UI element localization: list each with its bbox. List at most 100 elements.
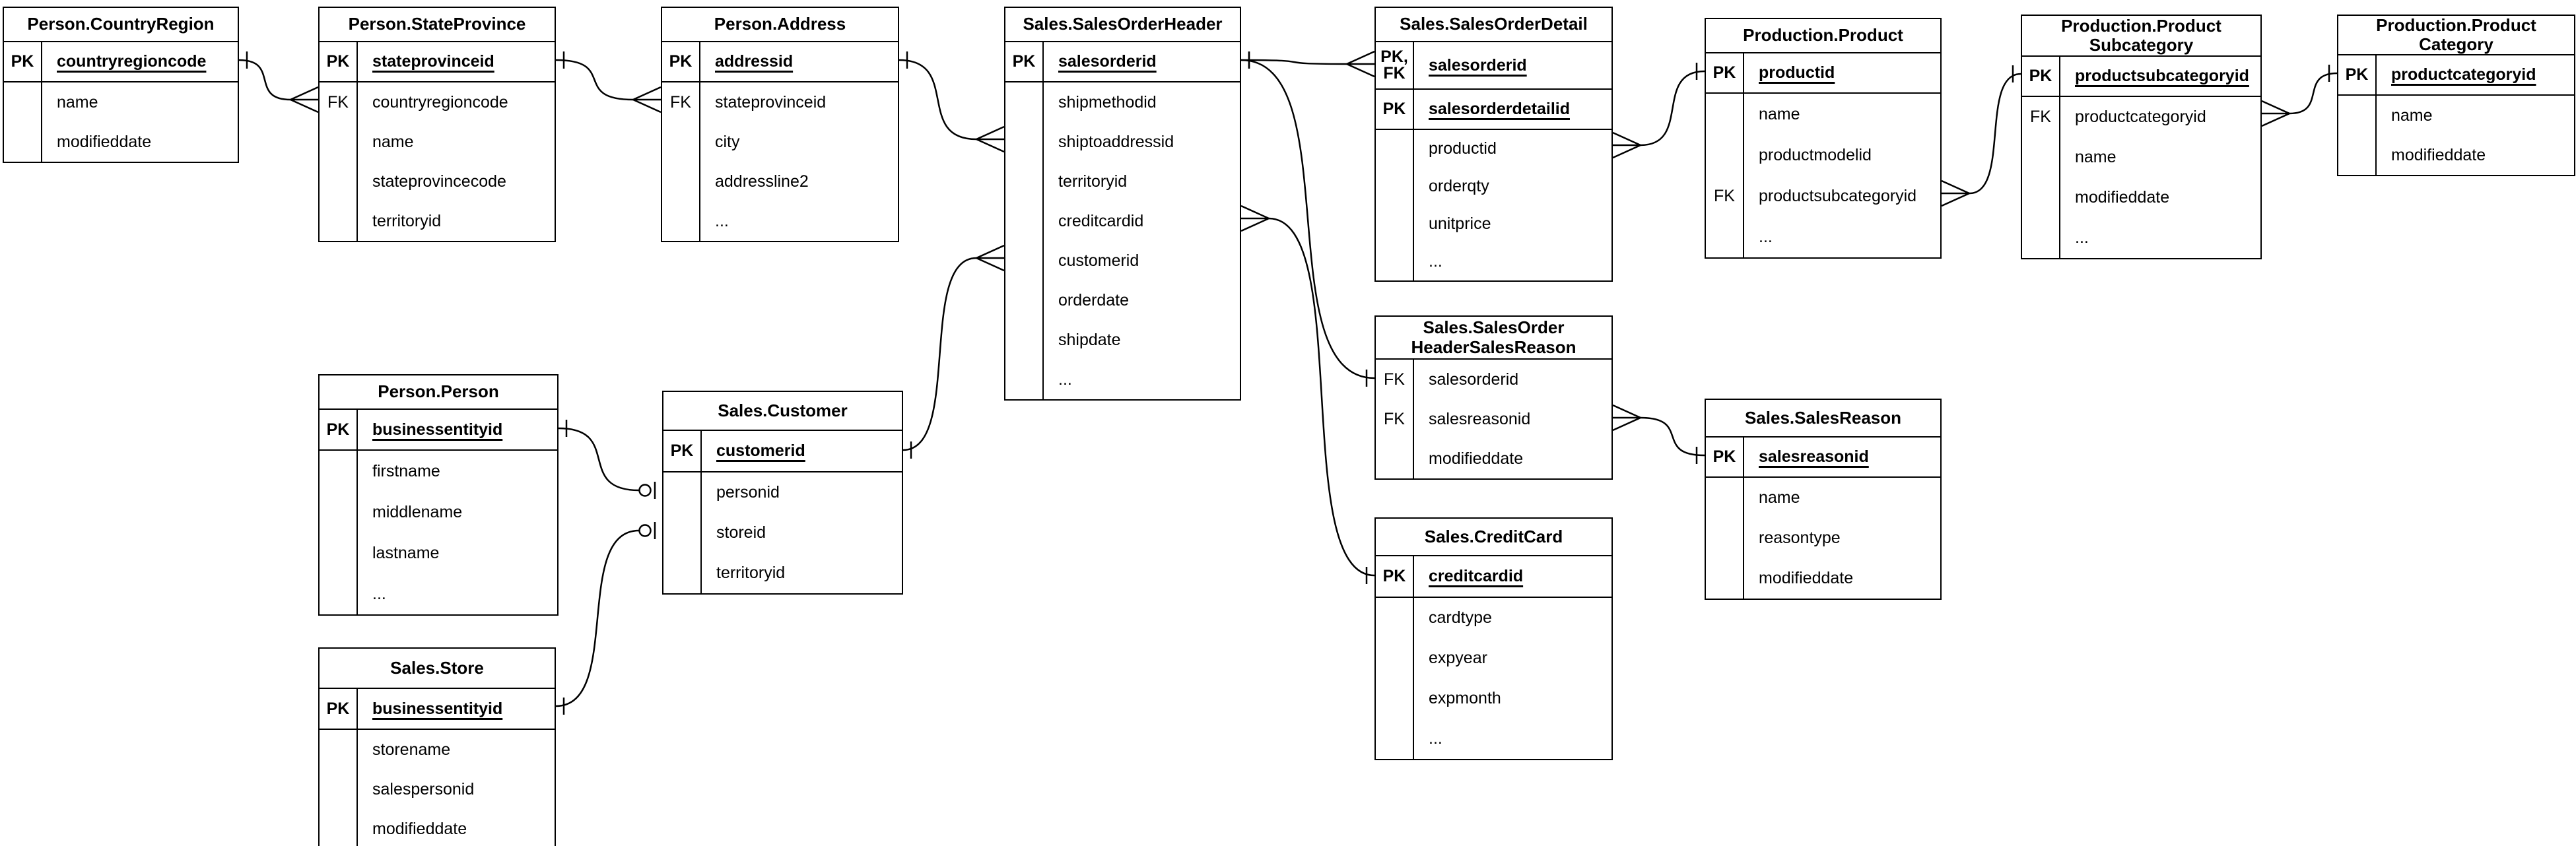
column-name: territoryid [1058, 172, 1128, 191]
table-title-sales-store: Sales.Store [320, 649, 555, 689]
table-title-line: Category [2419, 34, 2493, 54]
table-title-production-product: Production.Product [1706, 19, 1940, 53]
key-label-empty [663, 513, 700, 553]
relationship-line [1640, 416, 1705, 457]
relationship-stateprovince-address [555, 51, 661, 114]
key-label-empty [1005, 162, 1042, 201]
key-label: PK [2029, 67, 2052, 85]
column-name: name [2075, 148, 2117, 166]
column-name: stateprovinceid [372, 52, 494, 71]
table-title-line: Production.Product [1743, 25, 1903, 46]
many-marker [976, 244, 1005, 272]
key-label-empty [2022, 178, 2059, 218]
relationship-line [1640, 70, 1705, 146]
column-name: storename [372, 740, 451, 759]
key-label: PK [326, 420, 350, 439]
table-title-line: Person.StateProvince [348, 14, 526, 34]
column-name: lastname [372, 543, 440, 562]
column-name: addressline2 [715, 172, 809, 191]
name-column: salesorderid [1414, 42, 1611, 88]
table-section: PK salesorderid [1005, 42, 1240, 82]
many-marker [976, 125, 1005, 153]
table-section: PK productid [1706, 53, 1940, 94]
key-label-empty [2022, 218, 2059, 258]
relationship-line [1969, 73, 2021, 195]
column-name: territoryid [372, 211, 442, 230]
table-title-sales-salesorderdetail: Sales.SalesOrderDetail [1376, 8, 1611, 42]
column-name: productsubcategoryid [2075, 67, 2249, 85]
many-marker [632, 86, 661, 114]
relationship-line [902, 257, 977, 451]
column-name: modifieddate [1429, 449, 1524, 468]
column-name: orderdate [1058, 290, 1130, 309]
key-label-empty [320, 809, 356, 846]
table-title-person-stateprovince: Person.StateProvince [320, 8, 555, 42]
relationship-salesorderdetail-product [1612, 63, 1705, 159]
key-label-empty [1005, 320, 1042, 360]
table-title-person-address: Person.Address [662, 8, 898, 42]
relationship-creditcard-salesorderheader [1240, 205, 1375, 584]
relationship-countryregion-stateprovince [238, 51, 319, 114]
column-name: customerid [716, 441, 805, 460]
many-marker [2261, 100, 2290, 127]
relationship-address-salesorderheader [898, 51, 1005, 153]
key-column: FK [320, 82, 358, 241]
table-title-sales-customer: Sales.Customer [663, 392, 902, 431]
column-name: salesorderdetailid [1429, 100, 1570, 118]
column-name: name [372, 132, 414, 151]
key-label-empty [1376, 598, 1413, 638]
column-name: orderqty [1429, 177, 1489, 195]
column-name: stateprovincecode [372, 172, 506, 191]
relationship-person-customer [558, 420, 656, 499]
many-marker [1240, 205, 1270, 232]
relationship-salesorderheader-salesorderdetail [1240, 50, 1375, 78]
table-title-line: Sales.SalesOrder [1423, 317, 1565, 338]
many-marker [1346, 50, 1375, 78]
key-label-empty [662, 162, 699, 201]
key-label-empty [1376, 719, 1413, 759]
relationship-line [558, 427, 640, 492]
column-name: productmodelid [1759, 145, 1872, 164]
name-column: salesreasonid [1744, 438, 1940, 476]
column-name: storeid [716, 523, 766, 542]
column-name: salesorderid [1058, 52, 1157, 71]
column-name: ... [1759, 227, 1773, 246]
table-title-sales-salesreason: Sales.SalesReason [1706, 400, 1940, 438]
key-label-empty [320, 451, 356, 492]
key-label-empty [1376, 205, 1413, 243]
key-label-empty [663, 472, 700, 513]
column-name: ... [1429, 252, 1442, 271]
relationship-salesorderheader-salesorderheadersalesreason [1240, 51, 1375, 387]
column-name: middlename [372, 502, 463, 521]
relationship-line [1240, 59, 1347, 65]
key-column: PK [1706, 438, 1744, 476]
column-name: ... [2075, 228, 2089, 247]
key-label: PK [326, 699, 350, 718]
key-column: PK [1706, 53, 1744, 92]
column-name: productid [1759, 63, 1835, 82]
relationship-line [1268, 217, 1375, 577]
column-name: modifieddate [57, 132, 152, 151]
column-name: firstname [372, 461, 440, 480]
column-name: salesorderid [1429, 370, 1519, 389]
key-label: FK [1384, 409, 1405, 428]
key-label-empty [662, 122, 699, 162]
key-column: PK [1005, 42, 1044, 81]
key-label: PK [670, 441, 694, 460]
table-title-line: Sales.SalesOrderDetail [1400, 14, 1588, 34]
table-title-line: Sales.Store [390, 657, 484, 678]
